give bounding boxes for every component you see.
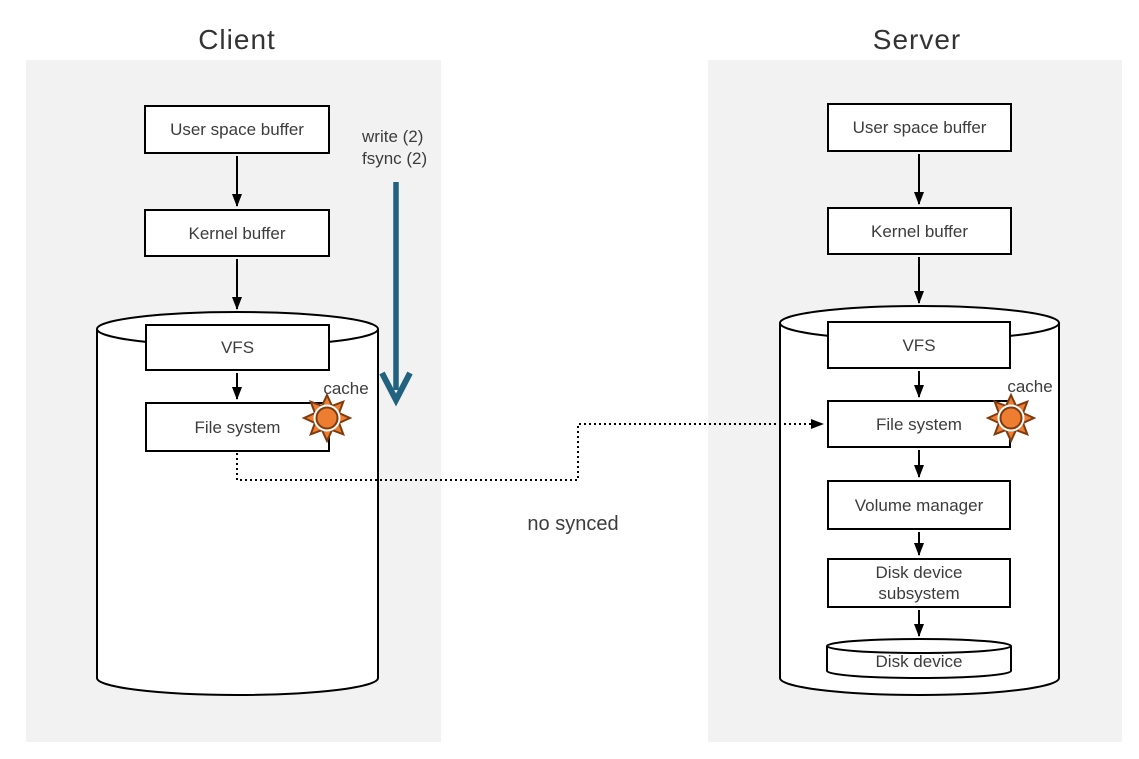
- write-syscall-label: write (2): [362, 127, 424, 146]
- client-vfs-box: VFS: [145, 324, 330, 371]
- server-volume-manager-label: Volume manager: [854, 495, 984, 515]
- server-user-space-buffer-box: User space buffer: [827, 103, 1012, 152]
- server-disk-device-subsystem-label: Disk device subsystem: [875, 563, 963, 603]
- server-kernel-buffer-label: Kernel buffer: [870, 221, 969, 241]
- client-title: Client: [198, 24, 276, 55]
- server-kernel-buffer-box: Kernel buffer: [827, 207, 1012, 255]
- no-synced-label: no synced: [527, 513, 619, 535]
- client-vfs-label: VFS: [220, 338, 255, 357]
- client-file-system-box: File system: [145, 402, 330, 452]
- server-file-system-label: File system: [876, 414, 962, 434]
- client-kernel-buffer-box: Kernel buffer: [144, 209, 330, 257]
- client-file-system-label: File system: [194, 417, 281, 437]
- server-cache-label: cache: [1007, 377, 1053, 396]
- client-user-space-buffer-label: User space buffer: [170, 120, 304, 139]
- fsync-syscall-label: fsync (2): [362, 149, 428, 168]
- server-volume-manager-box: Volume manager: [827, 480, 1011, 530]
- server-disk-device-subsystem-box: Disk device subsystem: [827, 558, 1011, 608]
- server-file-system-box: File system: [827, 400, 1011, 448]
- client-cache-label: cache: [323, 379, 369, 398]
- client-kernel-buffer-label: Kernel buffer: [188, 223, 286, 243]
- server-title: Server: [872, 24, 962, 55]
- server-vfs-box: VFS: [827, 321, 1011, 369]
- server-vfs-label: VFS: [902, 335, 936, 355]
- server-disk-device-label: Disk device: [875, 652, 963, 671]
- server-user-space-buffer-label: User space buffer: [852, 118, 987, 137]
- write-fsync-annotation: write (2) fsync (2): [362, 126, 427, 170]
- client-user-space-buffer-box: User space buffer: [144, 105, 330, 154]
